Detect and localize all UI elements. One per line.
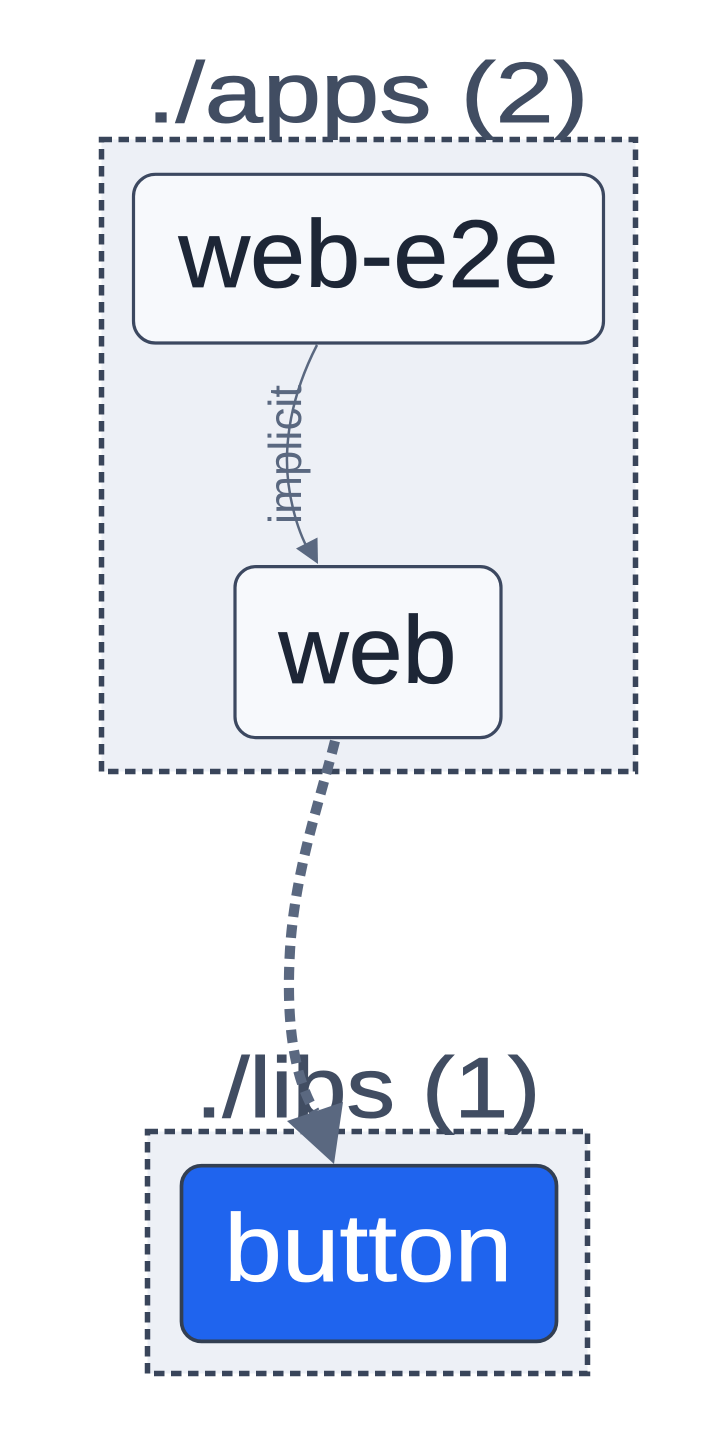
- svg-text:./apps (2): ./apps (2): [147, 46, 589, 141]
- svg-text:./libs (1): ./libs (1): [196, 1041, 541, 1136]
- svg-text:implicit: implicit: [259, 385, 311, 524]
- svg-text:web: web: [277, 597, 456, 704]
- svg-text:web-e2e: web-e2e: [177, 201, 558, 308]
- svg-text:button: button: [224, 1195, 512, 1302]
